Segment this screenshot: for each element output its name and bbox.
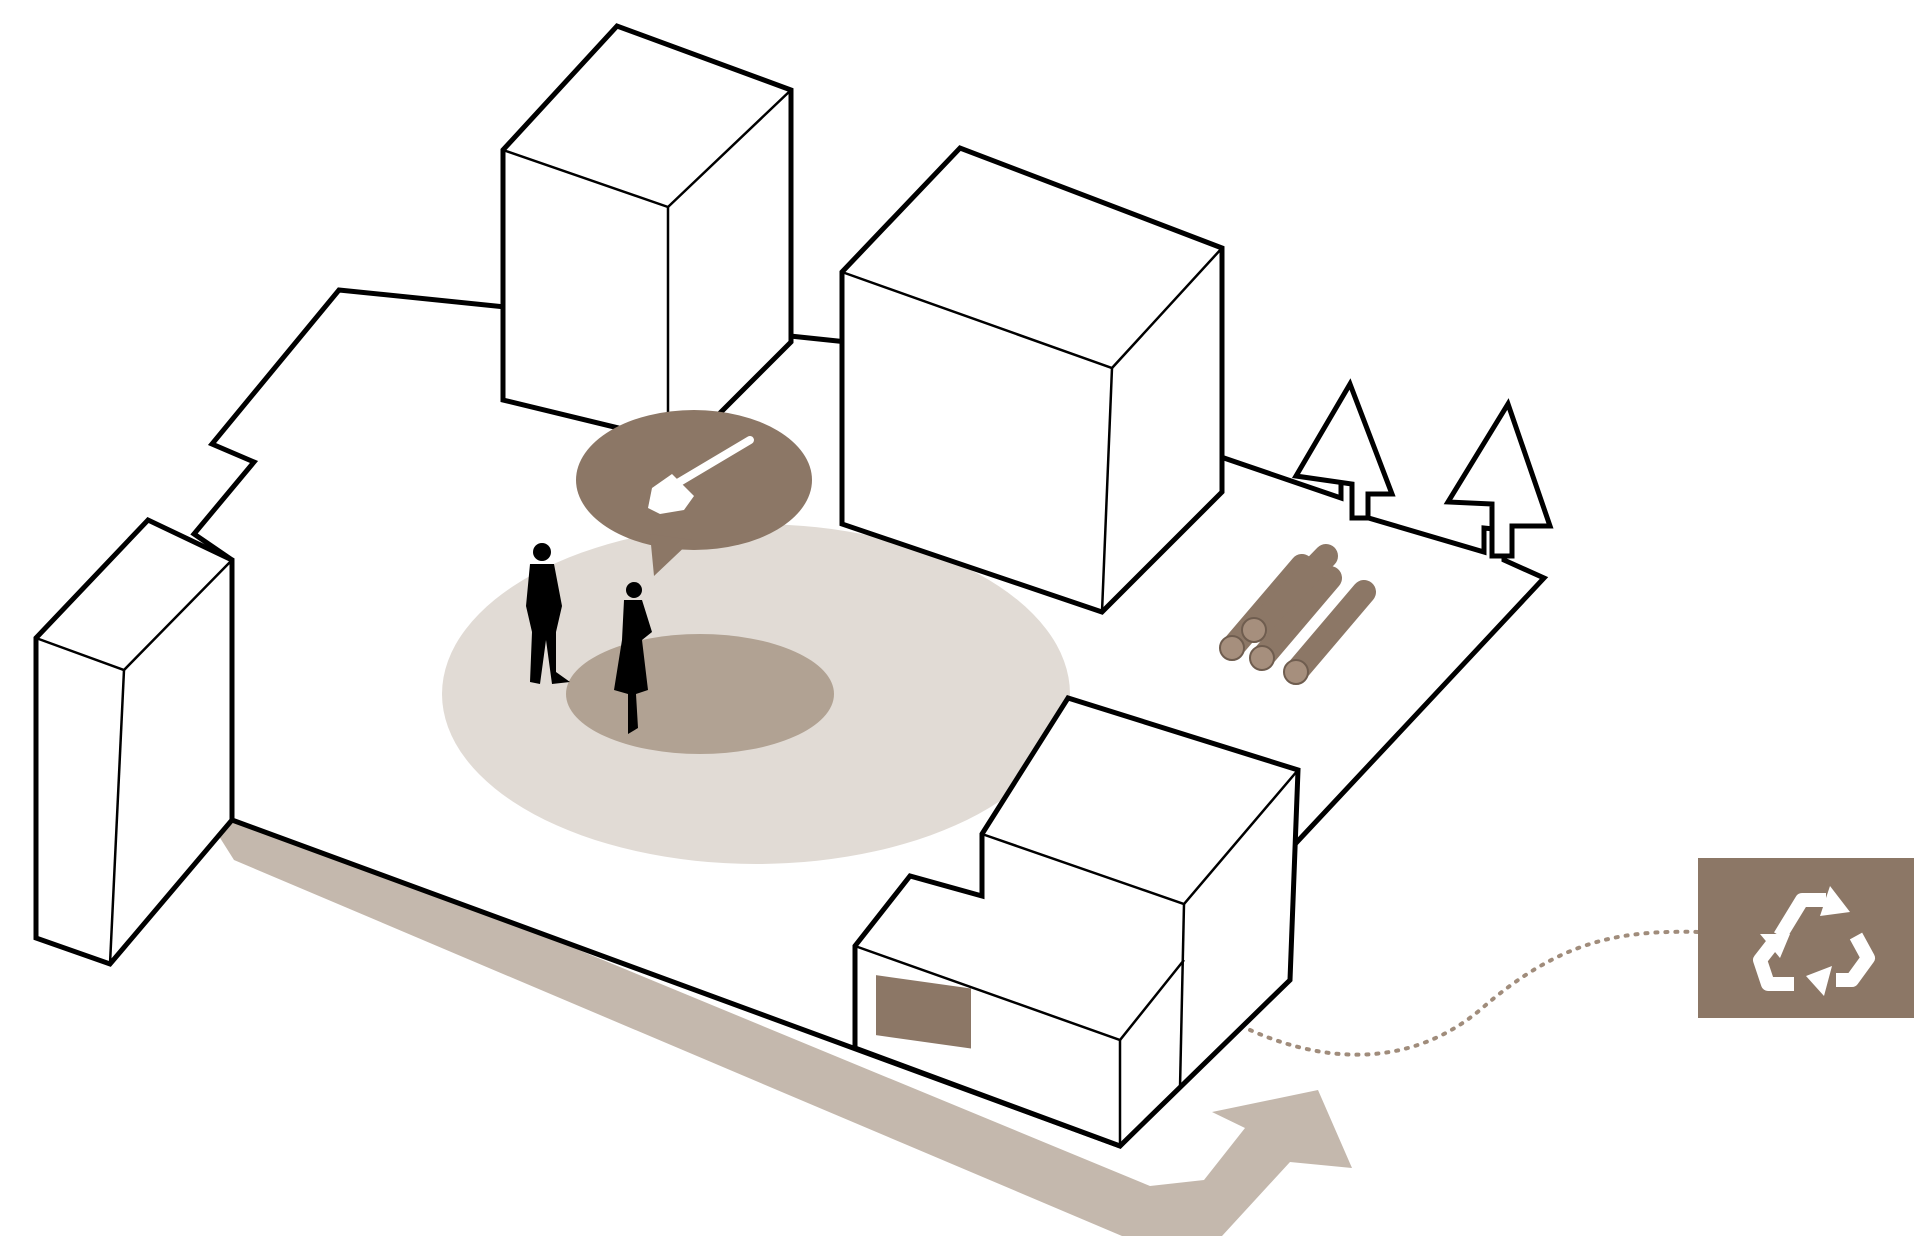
person-silhouette-icon (526, 543, 570, 684)
tree-icon (1291, 378, 1396, 521)
recycle-tile (1698, 858, 1914, 1018)
log-pile-icon (1219, 544, 1376, 685)
building-window (876, 975, 971, 1049)
building-stepped (852, 695, 1301, 1149)
building-slab-left (33, 516, 235, 967)
person-silhouette-icon (614, 582, 652, 734)
plaza-inner-circle (566, 634, 834, 754)
shovel-icon (648, 436, 754, 514)
path-arrow-icon (210, 815, 1352, 1236)
tree-icon (1443, 398, 1554, 559)
building-tall-tower (500, 23, 794, 443)
dotted-connector (1248, 929, 1702, 1057)
recycle-icon (1753, 886, 1875, 996)
speech-bubble (576, 410, 812, 576)
building-large-cube (839, 145, 1225, 615)
